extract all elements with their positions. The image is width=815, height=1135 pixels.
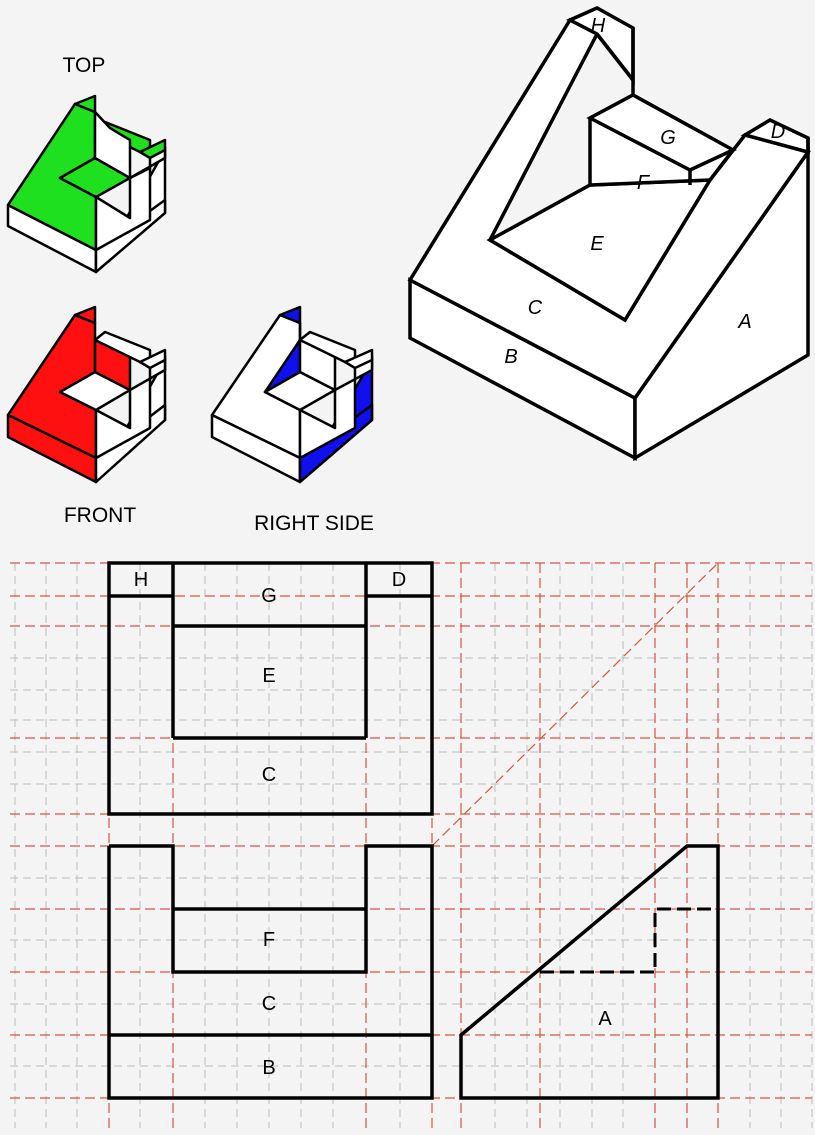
front-view-title: FRONT <box>64 504 136 527</box>
front-view-label-c: C <box>262 993 276 1015</box>
top-view-label-g: G <box>261 585 277 607</box>
miter-line <box>431 562 719 847</box>
iso-label-c: C <box>528 297 543 319</box>
iso-label-b: B <box>504 346 517 368</box>
iso-label-h: H <box>591 15 606 37</box>
side-view <box>459 844 720 1100</box>
right-side-view-title: RIGHT SIDE <box>254 512 374 535</box>
iso-main-model <box>407 6 811 462</box>
top-view-label-h: H <box>134 569 148 591</box>
front-view-label-b: B <box>262 1057 275 1079</box>
top-view <box>107 561 434 816</box>
side-view-hidden-lines <box>540 907 718 974</box>
iso-front-highlight <box>6 305 167 484</box>
iso-main-edges <box>595 28 810 185</box>
top-view-title: TOP <box>63 54 106 77</box>
iso-label-a: A <box>737 311 751 333</box>
top-view-label-d: D <box>392 569 406 591</box>
iso-side-highlight <box>210 305 374 484</box>
iso-top-highlight <box>6 94 167 274</box>
iso-label-g: G <box>660 127 676 149</box>
top-view-label-e: E <box>262 665 275 687</box>
top-view-label-c: C <box>262 764 276 786</box>
side-view-label-a: A <box>598 1008 612 1030</box>
iso-label-e: E <box>590 233 604 255</box>
iso-label-d: D <box>771 121 785 143</box>
front-view-label-f: F <box>263 929 275 951</box>
front-view <box>107 844 434 1100</box>
iso-label-f: F <box>637 172 651 194</box>
